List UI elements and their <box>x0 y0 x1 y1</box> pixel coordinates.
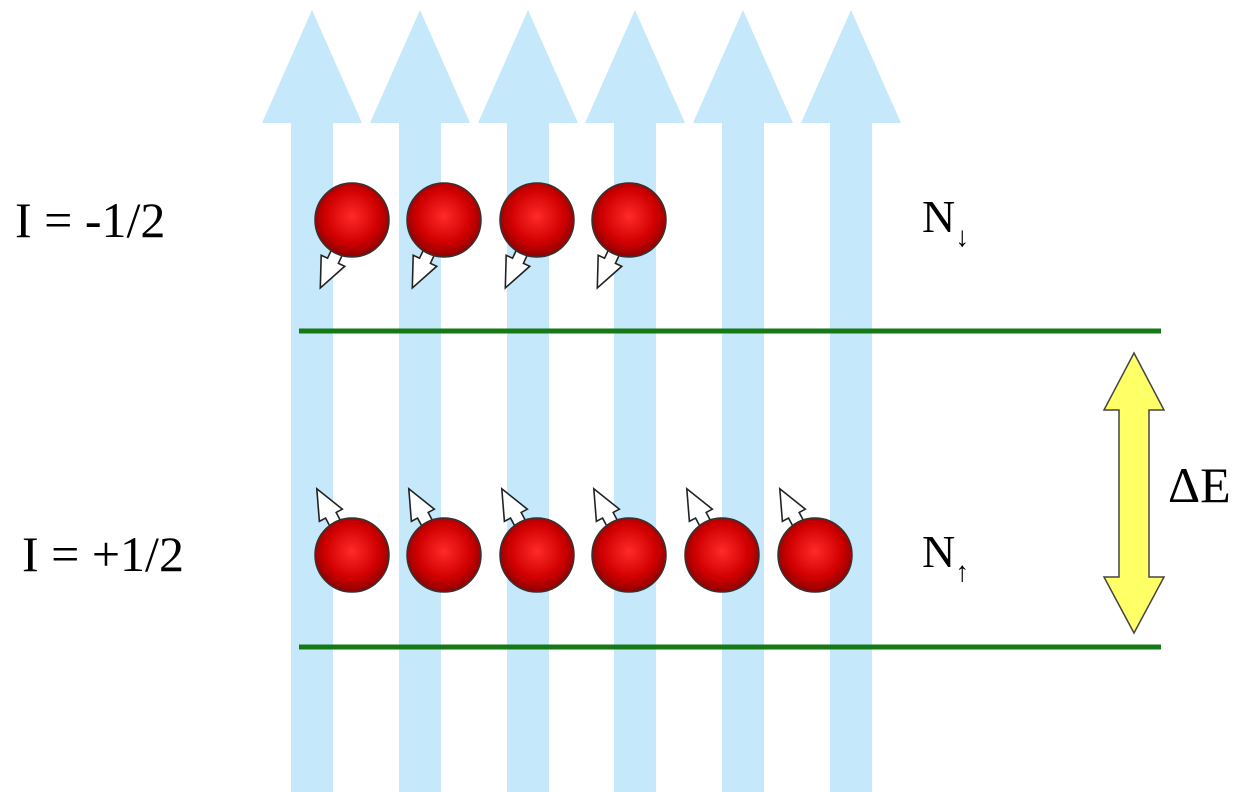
field-arrow-icon <box>262 10 362 792</box>
spin-down-nucleus <box>591 182 667 290</box>
nucleus-icon <box>591 517 667 593</box>
field-arrow-icon <box>478 10 578 792</box>
lower-state-label: I = +1/2 <box>22 526 184 582</box>
upper-spin-row <box>314 182 667 290</box>
nucleus-icon <box>591 182 667 258</box>
spin-up-nucleus <box>406 487 482 593</box>
field-arrow-icon <box>801 10 901 792</box>
field-arrow-icon <box>370 10 470 792</box>
field-arrow-icon <box>693 10 793 792</box>
n-up-subscript: ↑ <box>955 557 969 588</box>
nucleus-icon <box>777 517 853 593</box>
nucleus-icon <box>499 517 575 593</box>
nucleus-icon <box>314 517 390 593</box>
n-up-label: N↑ <box>922 526 969 588</box>
spin-up-nucleus <box>684 487 760 593</box>
double-headed-arrow-icon <box>1102 351 1166 635</box>
spin-up-nucleus <box>314 487 390 593</box>
nucleus-icon <box>314 182 390 258</box>
upper-state-label: I = -1/2 <box>15 192 165 248</box>
spin-up-nucleus <box>777 487 853 593</box>
n-down-subscript: ↓ <box>955 222 969 253</box>
spin-up-nucleus <box>499 487 575 593</box>
nucleus-icon <box>684 517 760 593</box>
delta-e-label: ΔE <box>1168 457 1231 513</box>
field-arrow-icon <box>585 10 685 792</box>
nucleus-icon <box>499 182 575 258</box>
n-down-label: N↓ <box>922 191 969 253</box>
magnetic-field-arrows <box>262 10 901 792</box>
spin-down-nucleus <box>499 182 575 290</box>
nucleus-icon <box>406 517 482 593</box>
n-down-main: N <box>922 191 955 242</box>
spin-down-nucleus <box>314 182 390 290</box>
nucleus-icon <box>406 182 482 258</box>
n-up-main: N <box>922 526 955 577</box>
spin-down-nucleus <box>406 182 482 290</box>
lower-spin-row <box>314 487 853 593</box>
spin-up-nucleus <box>591 487 667 593</box>
